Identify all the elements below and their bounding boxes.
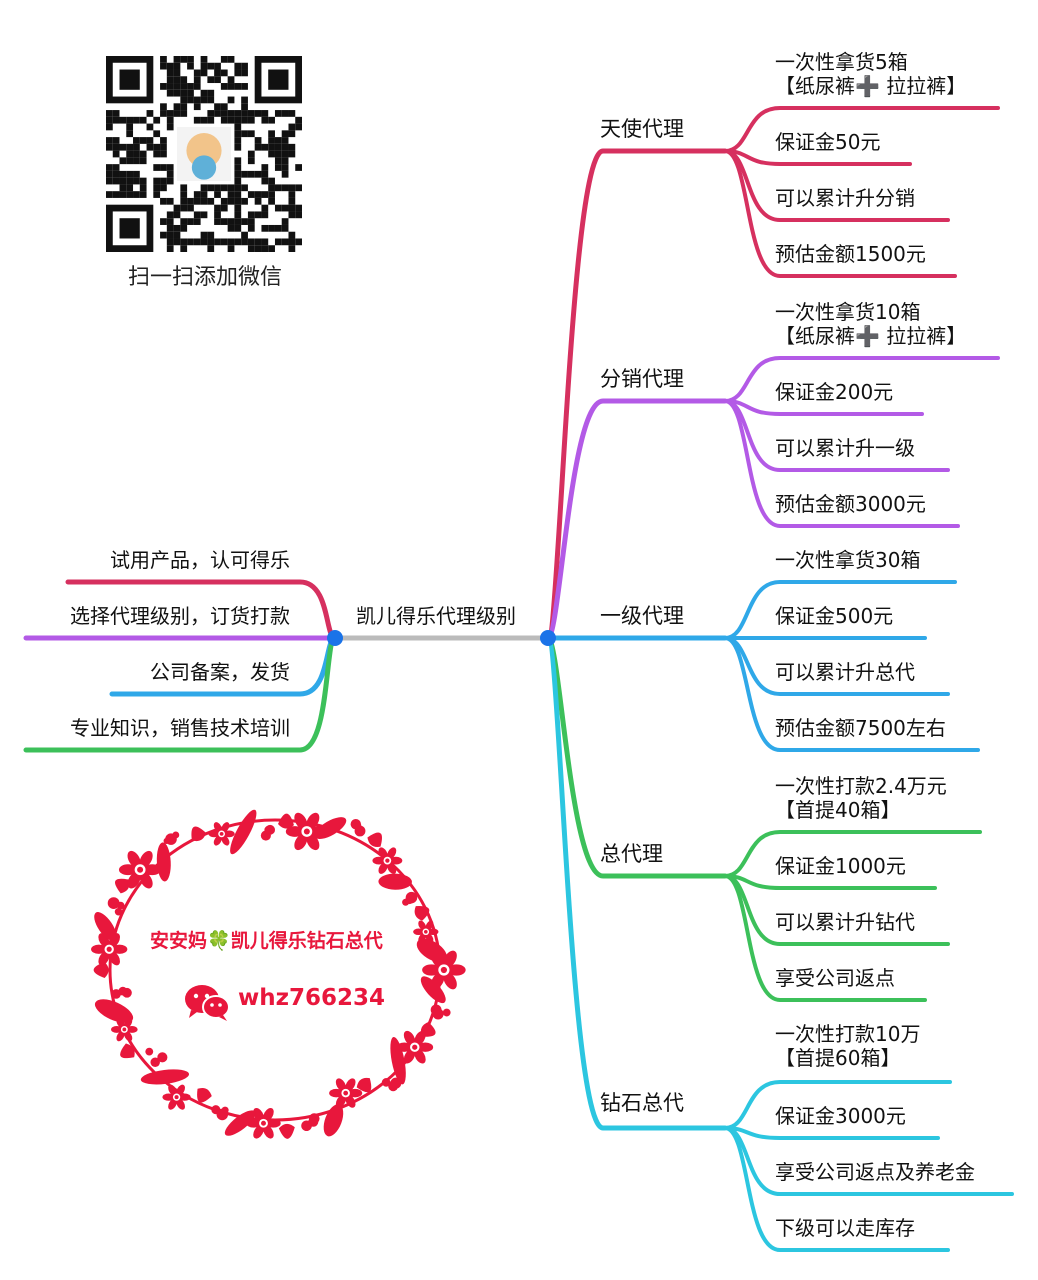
leaf-angel-3: 可以累计升分销 xyxy=(775,186,915,210)
leaf-general-1: 一次性打款2.4万元 【首提40箱】 xyxy=(775,774,947,822)
center-title: 凯儿得乐代理级别 xyxy=(356,604,516,628)
left-item-3: 公司备案，发货 xyxy=(150,660,290,684)
qr-code-icon xyxy=(106,56,302,252)
leaf-line xyxy=(723,874,927,1002)
leaf-distributor-1: 一次性拿货10箱 【纸尿裤➕ 拉拉裤】 xyxy=(775,300,967,348)
wreath-title-role: 凯儿得乐钻石总代 xyxy=(230,930,383,952)
wechat-id: whz766234 xyxy=(238,985,386,1011)
leaf-level1-1: 一次性拿货30箱 xyxy=(775,548,921,572)
leaf-line xyxy=(723,1080,952,1130)
leaf-line xyxy=(723,149,957,278)
leaf-diamond-4: 下级可以走库存 xyxy=(775,1216,915,1240)
leaf-diamond-1: 一次性打款10万 【首提60箱】 xyxy=(775,1022,921,1070)
leaf-line xyxy=(723,106,1000,153)
branch-diamond: 钻石总代 xyxy=(600,1091,684,1115)
leaf-level1-4: 预估金额7500左右 xyxy=(775,716,946,740)
left-item-2: 选择代理级别，订货打款 xyxy=(70,604,290,628)
leaf-general-2: 保证金1000元 xyxy=(775,854,906,878)
leaf-line xyxy=(723,580,957,640)
leaf-distributor-4: 预估金额3000元 xyxy=(775,492,926,516)
leaf-general-3: 可以累计升钻代 xyxy=(775,910,915,934)
leaf-line xyxy=(723,356,1000,403)
left-hub-node xyxy=(327,630,343,646)
leaf-level1-2: 保证金500元 xyxy=(775,604,894,628)
wreath-title: 安安妈🍀凯儿得乐钻石总代 xyxy=(150,926,420,953)
branch-line xyxy=(545,635,728,1131)
leaf-diamond-2: 保证金3000元 xyxy=(775,1104,906,1128)
leaf-line xyxy=(723,1126,940,1140)
leaf-angel-1: 一次性拿货5箱 【纸尿裤➕ 拉拉裤】 xyxy=(775,50,967,98)
leaf-diamond-3: 享受公司返点及养老金 xyxy=(775,1160,975,1184)
right-hub-node xyxy=(540,630,556,646)
left-item-4: 专业知识，销售技术培训 xyxy=(70,716,290,740)
leaf-general-4: 享受公司返点 xyxy=(775,966,895,990)
branch-general: 总代理 xyxy=(600,842,663,866)
branch-line xyxy=(545,398,728,641)
branch-distributor: 分销代理 xyxy=(600,367,684,391)
leaf-line xyxy=(723,1126,950,1252)
qr-caption: 扫一扫添加微信 xyxy=(127,265,282,290)
wreath-title-name: 安安妈 xyxy=(150,930,208,952)
wechat-icon xyxy=(185,985,230,1021)
leaf-angel-4: 预估金额1500元 xyxy=(775,242,926,266)
leaf-distributor-2: 保证金200元 xyxy=(775,380,894,404)
floral-wreath xyxy=(91,809,466,1139)
leaf-distributor-3: 可以累计升一级 xyxy=(775,436,915,460)
branch-level1: 一级代理 xyxy=(600,604,684,628)
leaf-line xyxy=(723,636,980,752)
leaf-line xyxy=(723,830,982,878)
leaf-level1-3: 可以累计升总代 xyxy=(775,660,915,684)
branch-line xyxy=(545,148,728,641)
leaf-angel-2: 保证金50元 xyxy=(775,130,881,154)
left-item-1: 试用产品，认可得乐 xyxy=(110,548,290,572)
leaf-line xyxy=(723,399,960,528)
branch-line xyxy=(545,635,728,879)
branch-angel: 天使代理 xyxy=(600,117,684,141)
clover-icon: 🍀 xyxy=(207,930,231,952)
